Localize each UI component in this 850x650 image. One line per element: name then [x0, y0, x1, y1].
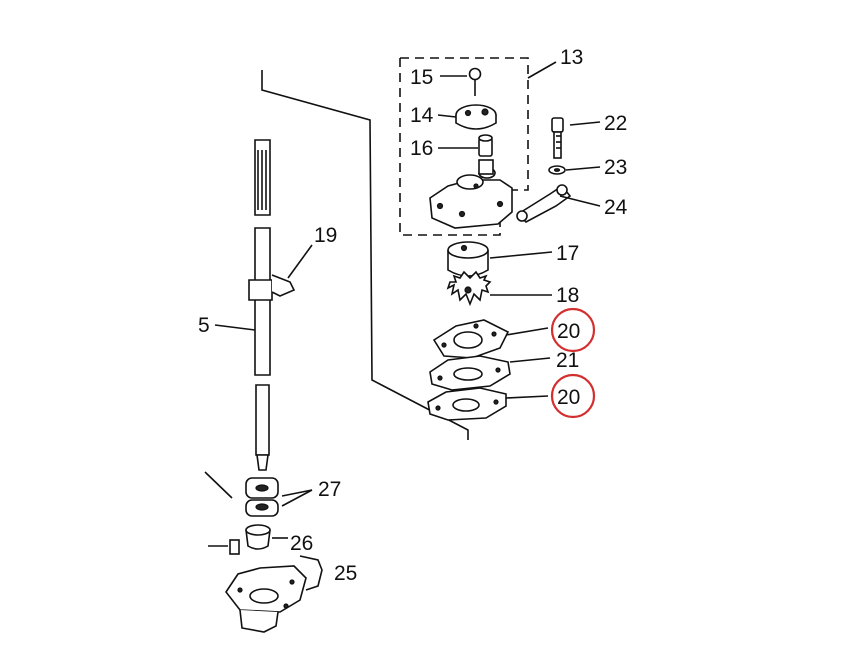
part-16-sleeve: [438, 134, 493, 157]
callout-5-partial: 5: [198, 314, 210, 337]
callout-25: 25: [334, 562, 357, 585]
callout-20-upper: 20: [557, 320, 580, 343]
drive-shaft: [248, 139, 273, 471]
leader-5: [214, 324, 256, 331]
highlight-circle-upper: [550, 307, 596, 353]
part-15-screw: [440, 67, 482, 96]
part-25-housing: [225, 555, 323, 633]
callout-21: 21: [556, 349, 579, 372]
part-14-plate: [437, 104, 497, 130]
callout-22: 22: [604, 112, 627, 135]
callout-26: 26: [290, 532, 313, 555]
callout-23: 23: [604, 156, 627, 179]
part-24-bracket: [516, 184, 601, 223]
part-21-plate: [429, 355, 551, 391]
part-18-impeller: [446, 270, 552, 307]
callout-labels: 13 15 14 16 22 23 24 19 17 18 5 20 21 20…: [198, 46, 628, 585]
callout-20-lower: 20: [557, 386, 580, 409]
callout-17: 17: [556, 242, 579, 265]
part-22-bolt: [551, 117, 601, 159]
callout-14: 14: [410, 104, 434, 127]
part-20-upper-gasket: [432, 319, 549, 359]
callout-15: 15: [410, 66, 433, 89]
part-26-cup: [208, 524, 288, 555]
part-19-clip: [271, 244, 313, 297]
callout-18: 18: [556, 284, 579, 307]
highlight-circles: [550, 307, 596, 419]
part-27-bearings: [204, 471, 313, 517]
callout-27: 27: [318, 478, 341, 501]
frame-lines: [261, 70, 469, 440]
part-20-lower-gasket: [427, 387, 549, 421]
callout-19: 19: [314, 224, 337, 247]
part-23-washer: [548, 165, 601, 175]
callout-16: 16: [410, 137, 433, 160]
group-13-outline: [399, 57, 557, 236]
pump-housing: [429, 159, 513, 229]
part-17-cup: [447, 241, 553, 277]
callout-13: 13: [560, 46, 583, 69]
highlight-circle-lower: [550, 373, 596, 419]
callout-24: 24: [604, 196, 628, 219]
